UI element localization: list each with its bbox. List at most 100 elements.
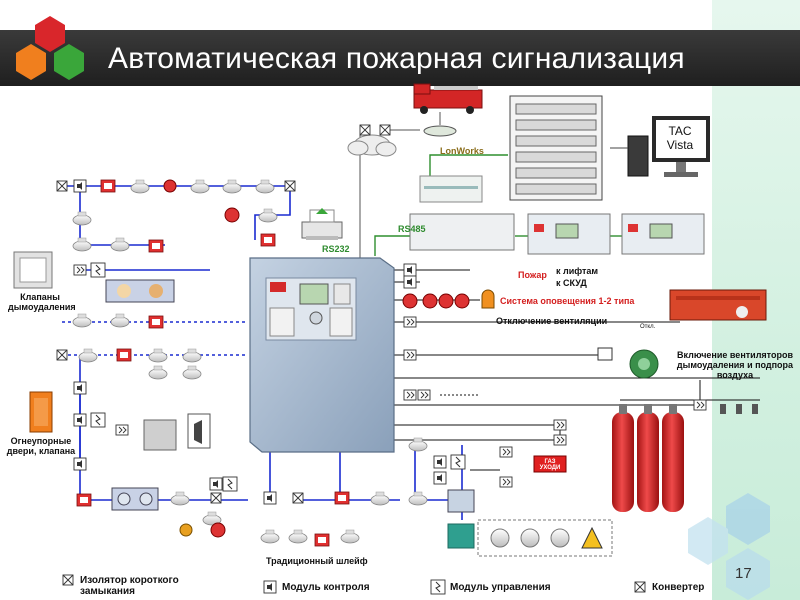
modem-icon — [423, 125, 457, 137]
monitor-module-icon — [73, 381, 87, 395]
smoke-detector-icon — [110, 237, 130, 252]
manual-call-point-icon — [100, 179, 116, 193]
decorative-hexagons — [688, 493, 770, 600]
beam-detector-icon — [105, 279, 175, 303]
smoke-detector-icon — [72, 211, 92, 226]
manual-call-point-icon — [76, 493, 92, 507]
smoke-detector-icon — [182, 348, 202, 363]
monitor-module-icon — [209, 477, 223, 491]
smoke-detector-icon — [110, 313, 130, 328]
monitor-module-icon — [403, 275, 417, 289]
smoke-detector-icon — [258, 208, 278, 223]
converter-icon — [634, 581, 646, 593]
monitor-module-icon — [73, 179, 87, 193]
isolator-icon — [62, 574, 74, 586]
smoke-detector-icon — [260, 529, 280, 544]
lonworks-gateway — [419, 175, 483, 203]
control-module-icon — [417, 389, 431, 401]
vent-off-label: Отключение вентиляции — [496, 316, 608, 326]
manual-call-point-icon — [148, 315, 164, 329]
pc-label-line1: TAC — [668, 124, 692, 138]
smoke-detector-icon — [190, 179, 210, 194]
monitor-module-icon — [433, 455, 447, 469]
control-module-icon — [553, 419, 567, 431]
sounder-icon — [224, 207, 240, 223]
manual-call-point-icon — [334, 491, 350, 505]
isolator-icon — [210, 492, 222, 504]
legend-control-module-text: Модуль управления — [450, 582, 551, 593]
fire-doors-label: Огнеупорные двери, клапана — [6, 436, 76, 456]
fire-door-icon — [29, 391, 53, 433]
monitor-module-icon — [73, 413, 87, 427]
smoke-detector-icon — [255, 179, 275, 194]
sprinkler-nozzles — [720, 404, 758, 414]
title-bar — [0, 30, 800, 86]
smoke-detector-icon — [340, 529, 360, 544]
isolator-icon — [56, 349, 68, 361]
traditional-loop-label: Традиционный шлейф — [266, 556, 368, 566]
isolator-icon — [359, 124, 371, 136]
sounder-icon — [210, 522, 226, 538]
manual-call-point-icon — [260, 233, 276, 247]
lonworks-label: LonWorks — [440, 146, 484, 156]
rs232-label: RS232 — [322, 244, 350, 254]
monitor-module-icon — [263, 580, 277, 594]
gas-warning-sign — [533, 455, 567, 473]
server-rack — [509, 95, 603, 201]
control-module-icon — [90, 412, 106, 428]
control-module-icon — [693, 399, 707, 411]
legend-monitor-module-text: Модуль контроля — [282, 582, 370, 593]
monitor-module-icon — [403, 263, 417, 277]
control-module-icon — [430, 579, 446, 595]
control-module-icon — [73, 264, 87, 276]
printer-icon — [301, 208, 343, 240]
fire-label: Пожар — [518, 270, 547, 280]
smoke-detector-icon — [370, 491, 390, 506]
smoke-detector-icon — [170, 491, 190, 506]
pc-label-line2: Vista — [666, 138, 694, 152]
page-number: 17 — [735, 565, 752, 582]
manual-call-point-icon — [148, 239, 164, 253]
control-module-icon — [115, 424, 129, 436]
ventilation-unit-label: Откл. — [640, 324, 656, 330]
gas-sign-label: ГАЗ УХОДИ — [539, 459, 561, 471]
smoke-detector-icon — [288, 529, 308, 544]
fire-control-panel — [249, 257, 395, 453]
isolator-icon — [379, 124, 391, 136]
slide-title: Автоматическая пожарная сигнализация — [108, 42, 685, 75]
ventilation-unit — [669, 289, 767, 321]
monitor-module-icon — [433, 471, 447, 485]
control-module-icon — [403, 316, 417, 328]
control-module-icon — [403, 389, 417, 401]
legend-isolator-text: Изолятор короткого замыкания — [80, 575, 179, 597]
rs485-modules — [409, 213, 705, 255]
control-module-icon — [499, 446, 513, 458]
door-holder-icon — [143, 413, 211, 451]
warning-devices — [402, 289, 495, 309]
heat-detector-icon — [163, 179, 177, 193]
beacon-icon — [179, 523, 193, 537]
control-module-icon — [553, 434, 567, 446]
cloud-icon — [347, 134, 397, 157]
control-module-icon — [90, 262, 106, 278]
warning-system-label: Система оповещения 1-2 типа — [500, 296, 635, 306]
isolator-icon — [292, 492, 304, 504]
control-module-icon — [403, 349, 417, 361]
fire-truck-icon — [413, 83, 483, 114]
power-supply-icon — [447, 489, 475, 549]
smoke-detector-icon — [148, 365, 168, 380]
fan-icon — [597, 347, 659, 379]
smoke-detector-icon — [148, 348, 168, 363]
smoke-detector-icon — [72, 237, 92, 252]
valves-label: Клапаны дымоудаления — [8, 292, 76, 312]
smoke-detector-icon — [182, 365, 202, 380]
sensor-group — [477, 519, 613, 557]
legend-converter-text: Конвертер — [652, 582, 705, 593]
control-module-icon — [450, 454, 466, 470]
smoke-valve-icon — [13, 251, 53, 289]
to-lifts-label: к лифтам — [556, 266, 599, 276]
gas-extinguishing-cylinders — [612, 404, 684, 512]
to-skud-label: к СКУД — [556, 278, 587, 288]
fans-on-label: Включение вентиляторов дымоудаления и по… — [676, 350, 794, 380]
